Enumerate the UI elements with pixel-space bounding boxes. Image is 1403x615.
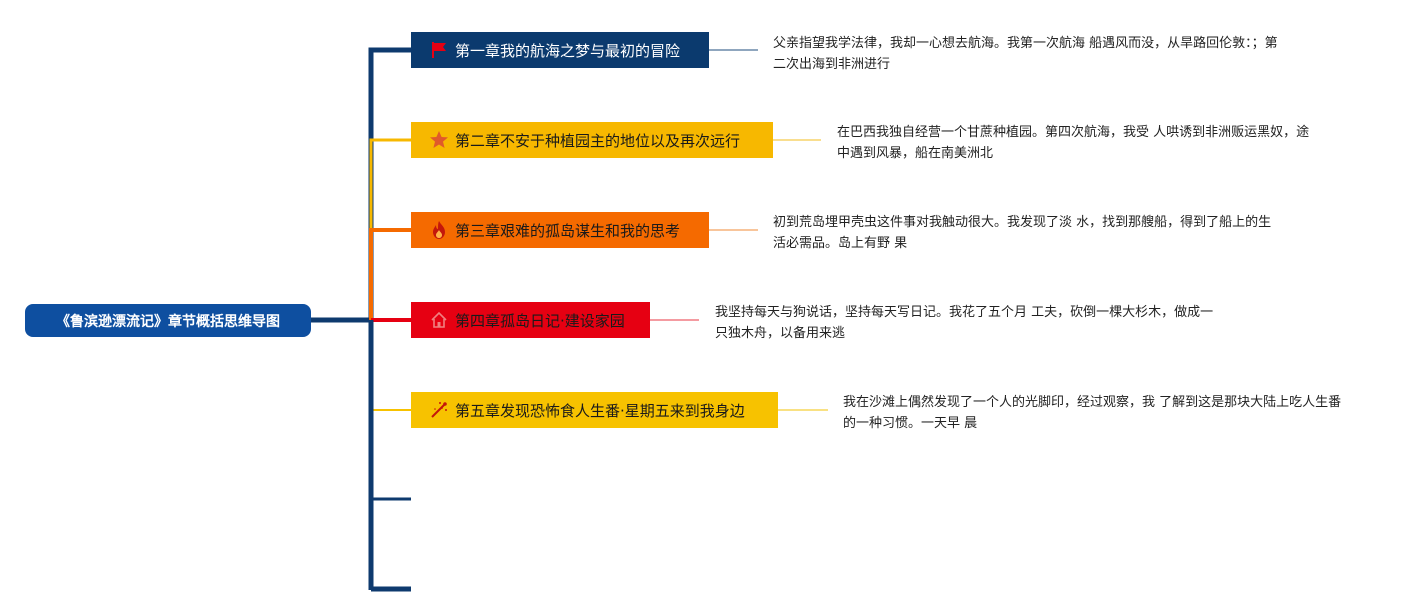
chapter-detail-4: 我坚持每天与狗说话，坚持每天写日记。我花了五个月 工夫，砍倒一棵大杉木，做成一只… xyxy=(715,302,1215,344)
home-icon xyxy=(429,310,449,330)
chapter-title-5: 第五章发现恐怖食人生番·星期五来到我身边 xyxy=(455,401,745,420)
chapter-node-2[interactable]: 第二章不安于种植园主的地位以及再次远行 xyxy=(411,122,773,158)
chapter-title-1: 第一章我的航海之梦与最初的冒险 xyxy=(455,41,681,60)
chapter-title-2: 第二章不安于种植园主的地位以及再次远行 xyxy=(455,131,741,150)
chapter-detail-2: 在巴西我独自经营一个甘蔗种植园。第四次航海，我受 人哄诱到非洲贩运黑奴，途中遇到… xyxy=(837,122,1317,164)
chapter-detail-3: 初到荒岛埋甲壳虫这件事对我触动很大。我发现了淡 水，找到那艘船，得到了船上的生活… xyxy=(773,212,1273,254)
chapter-detail-text-4: 我坚持每天与狗说话，坚持每天写日记。我花了五个月 工夫，砍倒一棵大杉木，做成一只… xyxy=(715,305,1214,341)
chapter-detail-5: 我在沙滩上偶然发现了一个人的光脚印，经过观察，我 了解到这是那块大陆上吃人生番的… xyxy=(843,392,1343,434)
star-icon xyxy=(429,130,449,150)
trunk-segment-5 xyxy=(370,320,411,411)
chapter-title-3: 第三章艰难的孤岛谋生和我的思考 xyxy=(455,221,681,240)
chapter-node-1[interactable]: 第一章我的航海之梦与最初的冒险 xyxy=(411,32,709,68)
chapter-detail-text-2: 在巴西我独自经营一个甘蔗种植园。第四次航海，我受 人哄诱到非洲贩运黑奴，途中遇到… xyxy=(837,125,1310,161)
chapter-detail-text-5: 我在沙滩上偶然发现了一个人的光脚印，经过观察，我 了解到这是那块大陆上吃人生番的… xyxy=(843,395,1342,431)
flag-icon xyxy=(429,40,449,60)
root-node[interactable]: 《鲁滨逊漂流记》章节概括思维导图 xyxy=(25,304,311,337)
chapter-node-5[interactable]: 第五章发现恐怖食人生番·星期五来到我身边 xyxy=(411,392,778,428)
chapter-node-4[interactable]: 第四章孤岛日记·建设家园 xyxy=(411,302,650,338)
trunk-segment-3 xyxy=(369,228,411,320)
chapter-node-3[interactable]: 第三章艰难的孤岛谋生和我的思考 xyxy=(411,212,709,248)
chapter-detail-1: 父亲指望我学法律，我却一心想去航海。我第一次航海 船遇风而没，从旱路回伦敦：；第… xyxy=(773,33,1278,75)
chapter-title-4: 第四章孤岛日记·建设家园 xyxy=(455,311,625,330)
chapter-detail-text-1: 父亲指望我学法律，我却一心想去航海。我第一次航海 船遇风而没，从旱路回伦敦：；第… xyxy=(773,36,1278,72)
root-title: 《鲁滨逊漂流记》章节概括思维导图 xyxy=(56,313,280,330)
sparkle-icon xyxy=(429,400,449,420)
trunk-segment-1 xyxy=(368,47,411,320)
chapter-detail-text-3: 初到荒岛埋甲壳虫这件事对我触动很大。我发现了淡 水，找到那艘船，得到了船上的生活… xyxy=(773,215,1272,251)
fire-icon xyxy=(429,220,449,240)
